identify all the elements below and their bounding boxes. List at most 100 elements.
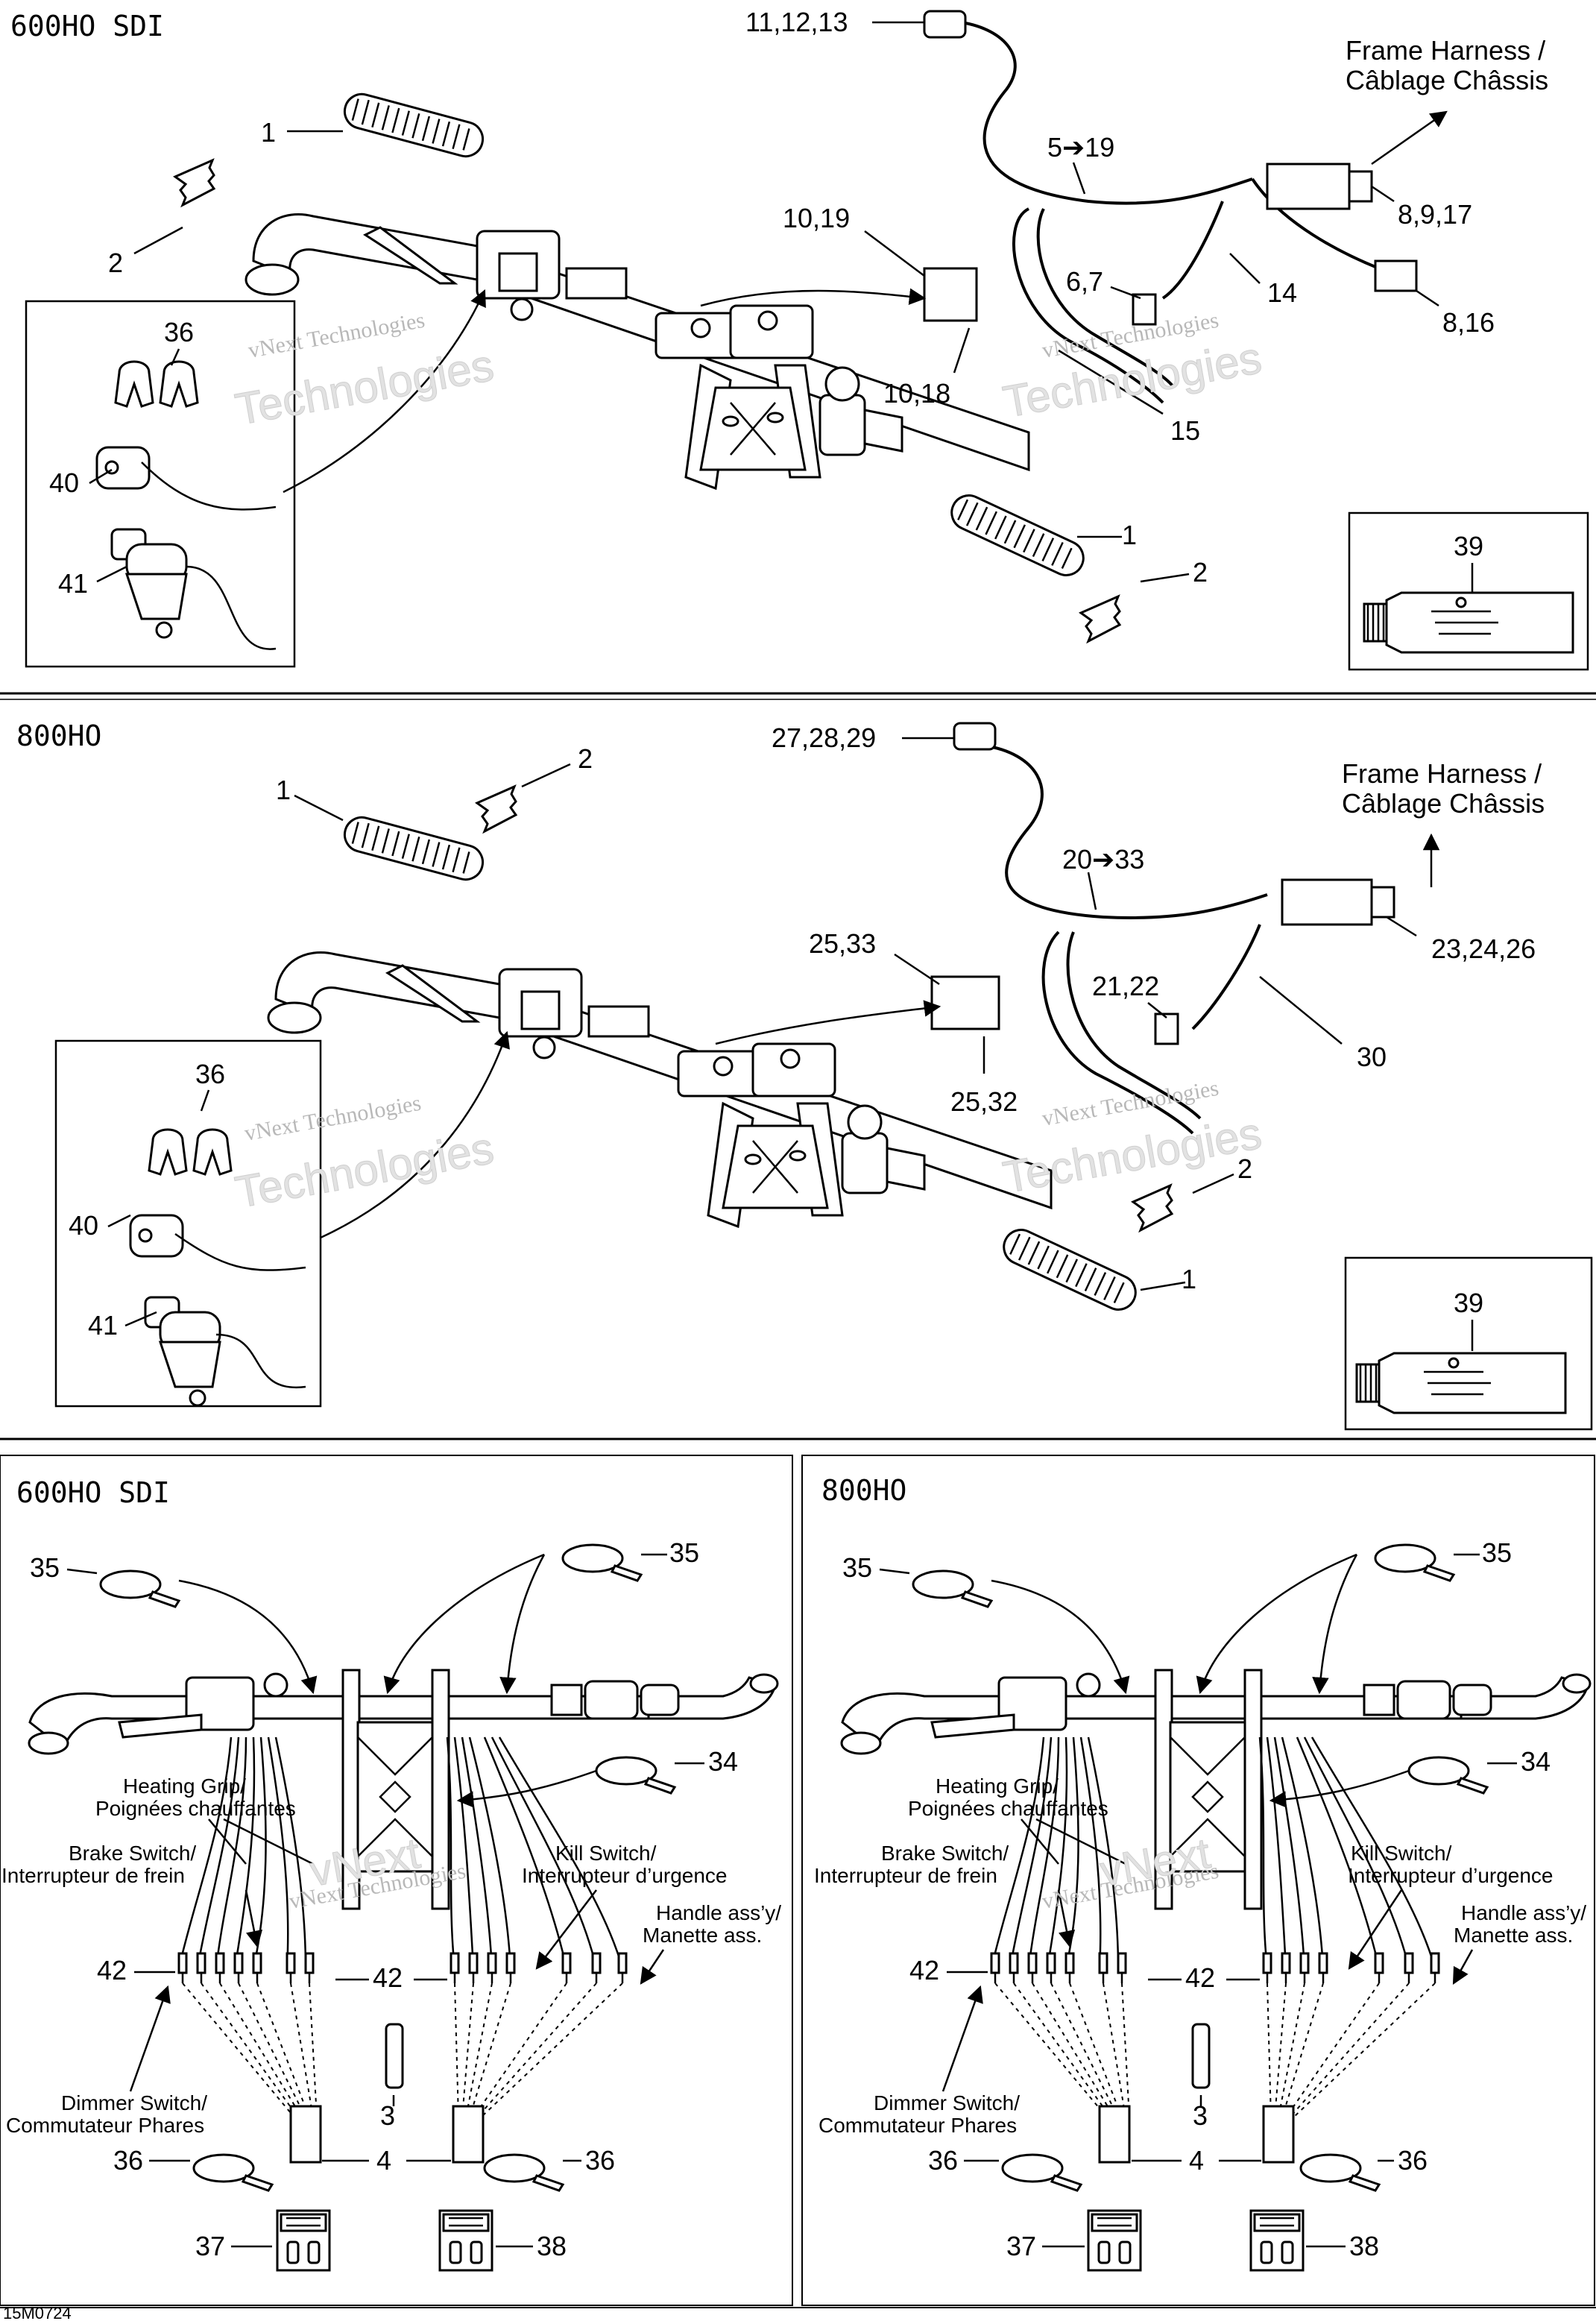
lubricant-tube-top [1363,591,1574,654]
callout-36-mid: 36 [195,1059,225,1089]
cable-tie-36a-right [1001,2153,1082,2192]
callout-1b-top: 1 [1122,520,1137,550]
connector-6-7-top [1132,293,1157,326]
callout-8-9-17-top: 8,9,17 [1398,199,1472,230]
cable-tie-35a-left [99,1569,180,1608]
handle-fr-right: Manette ass. [1454,1924,1573,1947]
callout-42a-left: 42 [97,1955,127,1985]
connector-frame-harness-mid [1281,878,1373,926]
section-middle: 800HO 1 2 1 2 27,28,29 20➔33 25,33 21,22 [16,719,1593,1431]
callout-35a-right: 35 [842,1552,872,1583]
handle-fr-left: Manette ass. [643,1924,762,1947]
frame-harness-fr-top: Câblage Châssis [1346,65,1548,95]
section-title-top: 600HO SDI [10,10,164,42]
callout-34-right: 34 [1521,1746,1551,1777]
callout-14-top: 14 [1267,277,1297,308]
connector-38-right [1249,2209,1305,2272]
callout-41-top: 41 [58,568,88,599]
heating-grip-en-left: Heating Grip/ [123,1774,246,1798]
callout-27-mid: 27,28,29 [772,722,876,753]
heating-grip-en-right: Heating Grip/ [936,1774,1059,1798]
heating-grip-right-mid [997,1223,1143,1317]
cable-tie-34-right [1407,1756,1489,1795]
sleeve-4b-left [452,2105,485,2164]
figure-code: 15M0724 [3,2304,72,2321]
connector-11-top [923,10,967,39]
inset-parts-top [95,360,199,639]
callout-35b-left: 35 [669,1537,699,1568]
callout-41-mid: 41 [88,1310,118,1341]
cable-tie-34-left [595,1756,676,1795]
connector-10-top [923,267,978,322]
kill-switch-fr-left: Interrupteur d’urgence [522,1864,728,1887]
heating-grip-left [339,89,488,162]
callout-15-top: 15 [1170,415,1200,446]
inset-box-39-middle [1344,1256,1593,1431]
cable-tie-36b-right [1299,2153,1381,2192]
callout-37-left: 37 [195,2231,225,2261]
callout-42b-right: 42 [1185,1962,1215,1993]
callout-11-top: 11,12,13 [745,7,848,37]
callout-4-right: 4 [1189,2145,1204,2176]
callout-1a-top: 1 [261,117,276,148]
sleeve-4a-right [1098,2105,1131,2164]
dimmer-fr-left: Commutateur Phares [6,2114,204,2137]
lubricant-tube-middle [1355,1352,1567,1414]
bottom-panel-left [0,1455,793,2306]
callout-40-top: 40 [49,467,79,498]
heating-grip-fr-right: Poignées chauffantes [908,1797,1108,1820]
dimmer-en-left: Dimmer Switch/ [61,2091,207,2114]
callout-35a-left: 35 [30,1552,60,1583]
callout-42a-right: 42 [909,1955,939,1985]
frame-harness-fr-mid: Câblage Châssis [1342,788,1545,819]
inset-box-middle [54,1039,322,1408]
section-title-bottom-left: 600HO SDI [16,1476,170,1509]
callout-30-mid: 30 [1357,1042,1387,1072]
sleeve-3-left [385,2023,404,2089]
connector-38-left [438,2209,493,2272]
callout-10-18-top: 10,18 [883,378,950,409]
connector-25-mid [930,975,1000,1030]
frame-harness-en-mid: Frame Harness / [1342,758,1542,789]
brake-switch-fr-right: Interrupteur de frein [814,1864,997,1887]
bottom-panel-right [801,1455,1595,2306]
callout-35b-right: 35 [1482,1537,1512,1568]
callout-36a-right: 36 [928,2145,958,2176]
handle-en-left: Handle ass’y/ [656,1901,781,1924]
callout-20-mid: 20➔33 [1062,844,1144,875]
callout-34-left: 34 [708,1746,738,1777]
brake-switch-en-left: Brake Switch/ [69,1842,196,1865]
cable-tie-35b-right [1374,1543,1455,1582]
callout-37-right: 37 [1006,2231,1036,2261]
inset-box-top [25,300,296,668]
section-bottom-right: 800HO 35 35 34 Heating Grip/ Poignées ch… [814,1474,1592,2272]
brake-switch-fr-left: Interrupteur de frein [1,1864,185,1887]
callout-1b-mid: 1 [1182,1264,1196,1294]
callout-38-left: 38 [537,2231,567,2261]
inset-parts-middle [129,1128,233,1407]
cable-tie-36b-left [483,2153,564,2192]
callout-2b-top: 2 [1193,557,1208,588]
callout-10-19-top: 10,19 [783,203,850,233]
callout-40-mid: 40 [69,1210,98,1241]
section-title-bottom-right: 800HO [821,1474,906,1507]
cable-tie-35a-right [912,1569,993,1608]
kill-switch-en-left: Kill Switch/ [555,1842,657,1865]
handlebar-assembly-top [245,213,1030,490]
connector-8-16-top [1374,259,1418,292]
callout-2a-mid: 2 [578,743,593,774]
callout-23-24-26-mid: 23,24,26 [1431,933,1536,964]
section-title-middle: 800HO [16,719,101,752]
wire-bundle-left [177,1736,624,1969]
callout-42b-left: 42 [373,1962,403,1993]
heating-grip-right [944,488,1091,582]
connector-21-22-mid [1154,1013,1179,1045]
tape-right-mid [1132,1184,1173,1232]
callout-1a-mid: 1 [276,775,291,805]
callout-39-top: 39 [1454,531,1483,561]
dimmer-en-right: Dimmer Switch/ [874,2091,1020,2114]
sleeve-4a-left [289,2105,322,2164]
callout-3-right: 3 [1193,2100,1208,2131]
callout-36b-right: 36 [1398,2145,1428,2176]
